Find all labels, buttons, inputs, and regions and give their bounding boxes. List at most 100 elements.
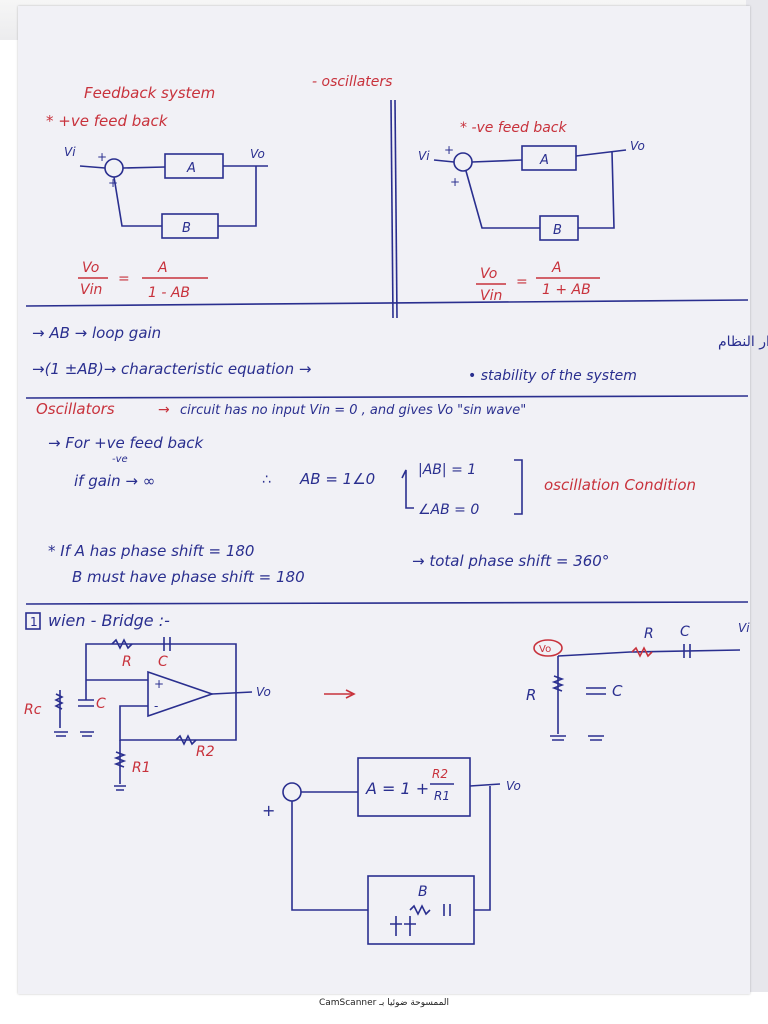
scan-bottom-band (0, 992, 768, 1024)
page-header-title: - oscillaters (312, 74, 392, 90)
characteristic-equation-line: →(1 ±AB)→ characteristic equation → (32, 360, 311, 378)
ground-icon (588, 735, 604, 741)
gain-denominator: R1 (434, 789, 450, 803)
block-a (521, 145, 577, 171)
opamp-minus: - (154, 699, 158, 713)
bottom-vo: Vo (506, 779, 521, 793)
resistor-rc (54, 693, 64, 710)
capacitor-c-label: C (158, 654, 168, 670)
positive-feedback-panel: Feedback system * +ve feed back Vi Vo + … (46, 84, 268, 301)
right-r-left: R (526, 686, 536, 704)
block-a-label: A (539, 153, 549, 168)
ground-icon (80, 731, 94, 737)
resistor-r (631, 646, 653, 658)
resistor-r (111, 638, 133, 650)
gain-infinity-line: if gain → ∞ (74, 472, 155, 490)
loop-gain-line: → AB → loop gain (32, 324, 161, 342)
angle-condition: ∠AB = 0 (418, 502, 479, 518)
right-c-right: C (612, 682, 623, 700)
gain-expression: A = 1 + (365, 779, 429, 798)
bottom-plus: + (262, 801, 275, 820)
summing-junction (282, 782, 302, 802)
section-number: 1 (30, 615, 38, 629)
summing-junction (104, 158, 124, 178)
plus-sign: + (450, 175, 460, 189)
eq-numerator-right: A (551, 260, 562, 276)
right-r-top: R (644, 626, 654, 642)
therefore-symbol: ∴ (262, 472, 271, 488)
capacitor-left (78, 699, 94, 707)
eq-numerator-left: Vo (82, 260, 99, 276)
vertical-divider (390, 99, 394, 319)
section-number-box (25, 612, 41, 630)
ground-icon (550, 735, 566, 741)
positive-feedback-subtitle: * +ve feed back (46, 112, 169, 130)
phase-shift-b: B must have phase shift = 180 (72, 568, 305, 586)
oscillators-section: Oscillators → circuit has no input Vin =… (36, 400, 696, 586)
capacitor-c (683, 644, 691, 658)
arabic-note: ← طريق تحديد استقرار النظام (718, 334, 768, 350)
rc-network-icon (409, 904, 451, 916)
resistor-r1 (113, 751, 127, 768)
stability-line: • stability of the system (468, 368, 637, 384)
arrow-icon: → (158, 402, 170, 418)
eq-denominator-left: Vin (80, 282, 102, 298)
resistor-r-left (551, 675, 565, 692)
vo-label: Vo (250, 147, 265, 161)
oscillation-condition-label: oscillation Condition (544, 476, 696, 494)
notebook-page (18, 6, 750, 994)
wien-bridge-section: 1 wien - Bridge :- R C + - Vo Rc C R2 R1… (24, 611, 750, 945)
vo-circle (533, 639, 563, 657)
eq-numerator-left: Vo (480, 266, 497, 282)
feedback-system-title: Feedback system (84, 84, 215, 102)
divider-3 (25, 601, 749, 605)
capacitor-c (163, 637, 171, 651)
block-b-label: B (553, 223, 562, 238)
plus-sign: + (108, 176, 118, 190)
eq-denominator-right: 1 + AB (542, 282, 591, 298)
opamp-plus: + (154, 677, 164, 691)
plus-sign: + (444, 143, 454, 157)
ground-icon (54, 731, 68, 737)
vo-label: Vo (630, 139, 645, 153)
block-b-label: B (418, 884, 428, 900)
block-b-label: B (182, 221, 191, 236)
rc-network-icon (390, 916, 416, 936)
ab-equation: AB = 1∠0 (299, 470, 375, 488)
eq-equals: = (516, 274, 528, 290)
gain-numerator: R2 (432, 767, 448, 781)
right-vi: Vi (738, 621, 750, 635)
capacitor-left-label: C (96, 696, 106, 712)
opamp (147, 670, 215, 718)
block-a-label: A (186, 161, 196, 176)
vi-label: Vi (418, 149, 430, 163)
vi-label: Vi (64, 145, 76, 159)
divider-2 (25, 395, 749, 399)
scan-right-edge (746, 0, 768, 1024)
positive-feedback-line: → For +ve feed back (48, 434, 205, 452)
oscillators-label: Oscillators (36, 400, 115, 418)
negative-feedback-subtitle: * -ve feed back (460, 120, 568, 136)
gain-block (357, 757, 471, 817)
vo-label: Vo (256, 685, 271, 699)
divider-1 (25, 299, 749, 307)
resistor-r-label: R (122, 654, 132, 670)
plus-sign: + (97, 150, 107, 164)
oscillators-description: circuit has no input Vin = 0 , and gives… (180, 403, 526, 418)
eq-equals: = (118, 271, 130, 287)
resistor-r2 (175, 734, 197, 746)
r2-label: R2 (196, 744, 215, 760)
right-c-top: C (680, 624, 690, 640)
negative-feedback-note: -ve (112, 454, 128, 465)
phase-shift-a: * If A has phase shift = 180 (48, 542, 254, 560)
capacitor-right (586, 687, 606, 695)
definitions-section: → AB → loop gain →(1 ±AB)→ characteristi… (32, 324, 768, 384)
eq-numerator-right: A (157, 260, 168, 276)
r1-label: R1 (132, 760, 151, 776)
ground-icon (114, 785, 126, 791)
scanner-watermark: CamScanner الممسوحة ضوئيا بـ (318, 998, 450, 1008)
wien-bridge-title: wien - Bridge :- (48, 611, 170, 630)
total-phase-shift: → total phase shift = 360° (412, 552, 609, 570)
negative-feedback-panel: * -ve feed back Vi Vo + + A B Vo Vin = A… (418, 120, 645, 304)
